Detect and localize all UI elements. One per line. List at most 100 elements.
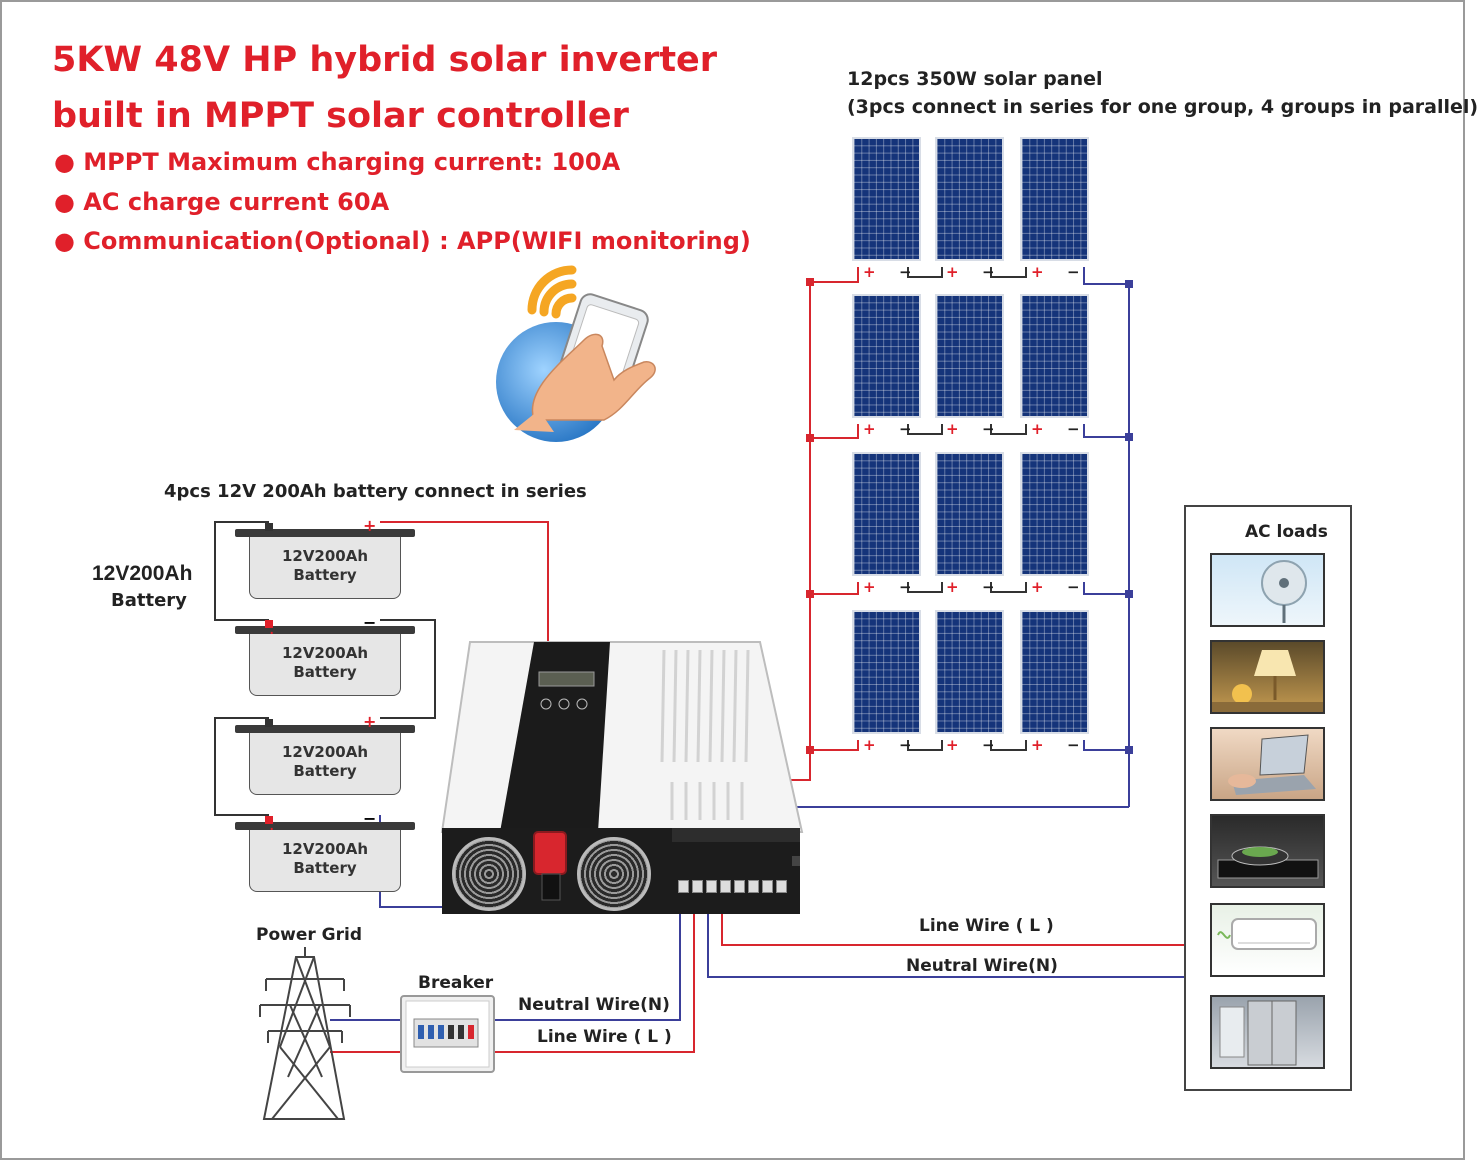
main-title-line-2: built in MPPT solar controller [52,96,629,136]
battery-name: Battery [293,566,357,584]
negative-junction [1125,590,1133,598]
breaker-label: Breaker [418,973,494,993]
breaker-box-icon [400,995,495,1073]
panel-negative-terminal: − [1067,736,1080,754]
solar-positive-lead [810,267,859,283]
battery-rating: 12V200Ah [281,547,369,565]
phone-wifi-icon [496,265,656,442]
solar-panel [1020,452,1089,576]
feature-ac-charge-current: ● AC charge current 60A [54,188,390,216]
cooling-fan-icon [577,837,651,911]
transmission-tower-icon [252,947,362,1126]
panel-positive-terminal: + [863,263,876,281]
panel-positive-terminal: + [946,420,959,438]
positive-junction [806,434,814,442]
terminal-port [734,880,745,893]
battery-side-rating: 12V200Ah [92,562,193,585]
panel-series-link [990,740,1027,751]
panel-positive-terminal: + [863,578,876,596]
cooling-fan-icon [452,837,526,911]
solar-panel [852,452,921,576]
panel-negative-terminal: − [1067,263,1080,281]
panel-positive-terminal: + [863,420,876,438]
terminal-port [678,880,689,893]
panel-positive-terminal: + [946,578,959,596]
grid-neutral-wire-label: Neutral Wire(N) [518,995,670,1015]
panel-negative-terminal: − [982,420,995,438]
main-title-line-1: 5KW 48V HP hybrid solar inverter [52,40,718,80]
negative-junction [1125,746,1133,754]
refrigerator-icon [1210,995,1325,1069]
fan-icon [1210,553,1325,627]
terminal-port [748,880,759,893]
air-conditioner-icon [1210,903,1325,977]
solar-positive-lead [810,582,859,595]
panel-negative-terminal: − [899,578,912,596]
panel-negative-terminal: − [1067,578,1080,596]
solar-panel [1020,137,1089,261]
solar-array-subtitle: (3pcs connect in series for one group, 4… [847,96,1478,118]
panel-positive-terminal: + [946,736,959,754]
panel-negative-terminal: − [1067,420,1080,438]
panel-negative-terminal: − [982,736,995,754]
panel-negative-terminal: − [982,263,995,281]
solar-panel [852,610,921,734]
solar-negative-lead [1083,424,1129,438]
panel-series-link [907,424,943,435]
panel-negative-terminal: − [899,263,912,281]
solar-panel [935,452,1004,576]
solar-negative-lead [1083,740,1129,751]
solar-panel [1020,294,1089,418]
solar-panel [1020,610,1089,734]
panel-positive-terminal: + [1031,263,1044,281]
positive-junction [806,746,814,754]
solar-negative-to-inverter [747,806,1129,884]
negative-junction [1125,433,1133,441]
terminal-port [720,880,731,893]
laptop-icon [1210,727,1325,801]
ac-loads-title: AC loads [1245,522,1328,542]
negative-junction [1125,280,1133,288]
panel-positive-terminal: + [1031,736,1044,754]
solar-negative-lead [1083,582,1129,595]
solar-panel [852,294,921,418]
positive-junction [806,278,814,286]
battery-bank-title: 4pcs 12V 200Ah battery connect in series [164,481,587,502]
panel-series-link [990,424,1027,435]
solar-panel [935,610,1004,734]
solar-panel [935,294,1004,418]
solar-array-title: 12pcs 350W solar panel [847,68,1103,90]
panel-positive-terminal: + [946,263,959,281]
panel-series-link [907,740,943,751]
feature-communication: ● Communication(Optional) : APP(WIFI mon… [54,227,751,255]
terminal-port [762,880,773,893]
lamp-icon [1210,640,1325,714]
solar-positive-lead [810,740,859,751]
power-grid-label: Power Grid [256,925,363,945]
panel-series-link [990,267,1027,278]
battery-rating: 12V200Ah [281,840,369,858]
solar-panel [852,137,921,261]
positive-junction [806,590,814,598]
panel-positive-terminal: + [863,736,876,754]
panel-negative-terminal: − [899,736,912,754]
panel-positive-terminal: + [1031,420,1044,438]
terminal-port [706,880,717,893]
terminal-port [692,880,703,893]
load-line-wire-label: Line Wire ( L ) [919,916,1054,936]
battery-side-name: Battery [111,590,187,611]
battery-name: Battery [293,663,357,681]
panel-negative-terminal: − [982,578,995,596]
panel-series-link [907,267,943,278]
panel-positive-terminal: + [1031,578,1044,596]
solar-negative-lead [1083,267,1129,285]
panel-series-link [907,582,943,593]
panel-negative-terminal: − [899,420,912,438]
panel-series-link [990,582,1027,593]
terminal-port [776,880,787,893]
solar-panel [935,137,1004,261]
ac-loads-box [1184,505,1352,1091]
battery-rating: 12V200Ah [281,743,369,761]
grid-line-wire-label: Line Wire ( L ) [537,1027,672,1047]
